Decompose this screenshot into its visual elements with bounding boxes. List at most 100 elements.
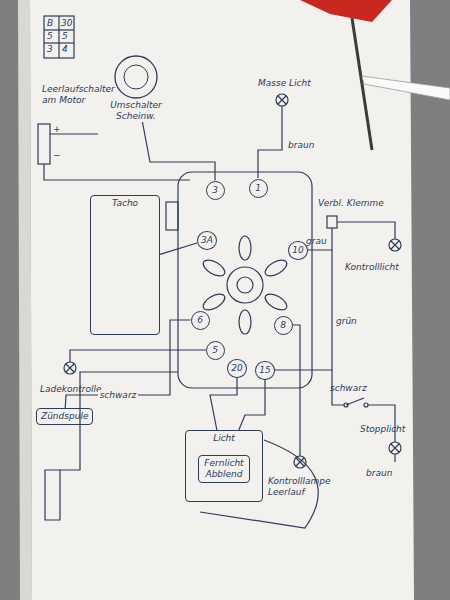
wire-label: schwarz <box>330 383 367 394</box>
wire <box>274 250 332 370</box>
switch-contact <box>201 291 228 313</box>
wire-label: grau <box>306 236 327 247</box>
wire-label: 5 <box>47 31 53 42</box>
switch-contact <box>201 257 228 279</box>
node-text: Fernlicht Abblend <box>203 458 245 480</box>
bulb-symbol <box>64 362 76 374</box>
wire-label: B <box>47 18 53 29</box>
wire-label: 30 <box>61 18 72 29</box>
switch-rotor <box>227 267 263 303</box>
terminal-number: 10 <box>288 241 307 260</box>
terminal-number: 1 <box>249 179 268 198</box>
switch-contact-dot <box>364 403 368 407</box>
wire-connector <box>239 380 265 431</box>
dimmer-switch: Umschalter Scheinw. <box>96 54 176 122</box>
wire-color-label: schwarz <box>98 390 139 401</box>
cable-clamp <box>166 202 178 230</box>
switch-dial <box>124 65 148 89</box>
paper-under <box>18 0 32 600</box>
node-text: Licht <box>190 433 258 444</box>
table-rule <box>44 42 74 43</box>
terminal-number: 6 <box>191 311 210 330</box>
paper-sheet <box>30 0 414 600</box>
switch-circle <box>96 54 176 100</box>
wire <box>44 164 190 180</box>
pen <box>362 76 450 100</box>
wire-label: 3 <box>47 44 53 55</box>
wire <box>258 106 282 178</box>
switch-contact <box>239 236 251 260</box>
bulb-symbol <box>389 442 401 454</box>
wire-label: Leerlaufschalter am Motor <box>42 84 94 106</box>
wire <box>394 454 395 462</box>
pin-table <box>44 16 74 58</box>
terminal-number: 15 <box>255 361 274 380</box>
bulb-cross <box>278 96 286 104</box>
switch-lever <box>346 398 364 405</box>
node-text: Umschalter Scheinw. <box>96 100 176 122</box>
wire-label: Ladekontrolle <box>40 384 101 395</box>
wire <box>337 222 395 239</box>
bulb-cross <box>391 241 399 249</box>
switch-circle-outline <box>115 56 157 98</box>
wire <box>368 405 395 442</box>
wire-connector <box>142 122 215 181</box>
bulb-symbol <box>389 239 401 251</box>
node-text: Tacho <box>95 198 155 209</box>
node-text: 8 <box>278 320 289 331</box>
wire-label: + <box>53 124 61 135</box>
tank-switch <box>45 470 60 520</box>
node-text: 3A <box>201 235 213 246</box>
wire-label: Stopplicht <box>360 424 405 435</box>
terminal-number: 8 <box>274 316 293 335</box>
terminal-number: 20 <box>227 359 246 378</box>
ignition-switch-housing <box>178 172 312 388</box>
ignition-coil-box: Zündspule <box>36 408 93 425</box>
headlight-box: LichtFernlicht Abblend <box>185 430 263 502</box>
bulb-symbol <box>276 94 288 106</box>
screwdriver <box>300 0 392 150</box>
screwdriver-handle <box>300 0 392 22</box>
table-rule <box>44 29 74 30</box>
speedometer-outline: Tacho <box>90 195 160 335</box>
terminal-number: 3 <box>206 181 225 200</box>
wire-label: Kontrolllicht <box>345 262 399 273</box>
switch-contact <box>263 291 290 313</box>
wire-label: braun <box>366 468 392 479</box>
node-text: Zündspule <box>41 411 88 422</box>
wire-label: Kontrolllampe Leerlauf <box>268 476 338 498</box>
connector-clamp <box>327 216 337 228</box>
wire-label: braun <box>288 140 314 151</box>
wire-connector <box>160 243 197 254</box>
wire-connector <box>210 378 237 431</box>
pen-body <box>362 76 450 100</box>
wire-label: 4 <box>62 44 68 55</box>
wire-label: − <box>53 150 61 161</box>
node-text: 5 <box>210 345 221 356</box>
switch-contact <box>263 257 290 279</box>
wire-label: 5 <box>62 31 68 42</box>
ink-drawing <box>38 16 401 528</box>
table-rule <box>58 16 59 58</box>
battery-symbol <box>38 124 50 164</box>
wire <box>70 350 206 362</box>
node-text: 6 <box>195 315 206 326</box>
terminal-number: 3A <box>197 231 217 250</box>
beam-switch-box: Fernlicht Abblend <box>198 455 250 483</box>
bulb-cross <box>66 364 74 372</box>
terminal-number: 5 <box>206 341 225 360</box>
node-text: 10 <box>292 245 303 256</box>
node-text: 15 <box>259 365 270 376</box>
wire-connector <box>65 320 190 408</box>
switch-hub <box>237 277 253 293</box>
node-text: 3 <box>210 185 221 196</box>
switch-contact <box>239 310 251 334</box>
bulb-cross <box>391 444 399 452</box>
node-text: 20 <box>231 363 242 374</box>
wire <box>292 325 300 456</box>
wire-label: Verbl. Klemme <box>318 198 384 209</box>
wire-label: grün <box>336 316 357 327</box>
wire-label: Masse Licht <box>258 78 311 89</box>
